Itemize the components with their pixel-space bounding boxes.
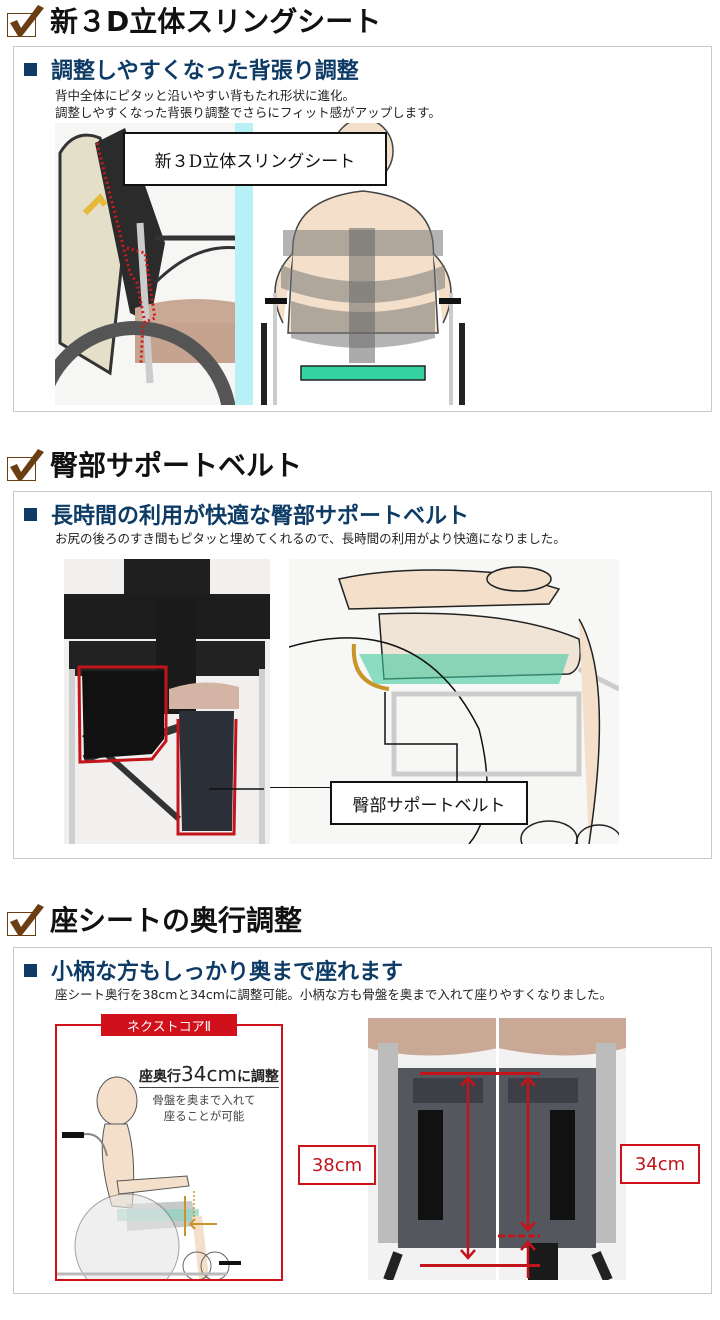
card-description: お尻の後ろのすき間もピタッと埋めてくれるので、長時間の利用がより快適になりました… bbox=[55, 530, 566, 547]
description-line: 調整しやすくなった背張り調整でさらにフィット感がアップします。 bbox=[55, 105, 441, 120]
card-subheading: 調整しやすくなった背張り調整 bbox=[24, 53, 359, 85]
card-subheading: 小柄な方もしっかり奥まで座れます bbox=[24, 954, 403, 986]
seat-depth-photo bbox=[368, 1018, 626, 1280]
model-label: ネクストコアⅡ bbox=[101, 1014, 237, 1036]
card-subtitle: 調整しやすくなった背張り調整 bbox=[51, 59, 359, 84]
description-line: お尻の後ろのすき間もピタッと埋めてくれるので、長時間の利用がより快適になりました… bbox=[55, 531, 566, 546]
checkmark-icon bbox=[4, 3, 44, 37]
square-bullet-icon bbox=[24, 62, 37, 76]
description-line: 座シート奥行を38cmと34cmに調整可能。小柄な方も骨盤を奥まで入れて座りやす… bbox=[55, 987, 613, 1002]
seat-depth-headline: 座奥行34cmに調整 bbox=[139, 1062, 279, 1088]
section-title: 臀部サポートベルト bbox=[50, 449, 303, 482]
callout-label: 臀部サポートベルト bbox=[330, 781, 528, 825]
card-subheading: 長時間の利用が快適な臀部サポートベルト bbox=[24, 498, 469, 530]
buttock-support-belt-photo bbox=[64, 559, 270, 844]
leader-line bbox=[270, 787, 330, 788]
feature-card: 小柄な方もしっかり奥まで座れます 座シート奥行を38cmと34cmに調整可能。小… bbox=[13, 947, 712, 1294]
section-title: 新３D立体スリングシート bbox=[50, 5, 382, 38]
divider-cyan bbox=[235, 123, 253, 405]
section-heading: 座シートの奥行調整 bbox=[4, 899, 302, 939]
section-heading: 新３D立体スリングシート bbox=[4, 0, 381, 40]
card-subtitle: 小柄な方もしっかり奥まで座れます bbox=[51, 960, 404, 985]
seat-depth-diagram: ネクストコアⅡ 座奥行34cmに調整 骨盤を奥まで入れて 座ることが可能 bbox=[55, 1014, 283, 1281]
section-title: 座シートの奥行調整 bbox=[50, 904, 303, 937]
callout-label: 新３D立体スリングシート bbox=[123, 132, 387, 186]
card-subtitle: 長時間の利用が快適な臀部サポートベルト bbox=[51, 504, 470, 529]
section-heading: 臀部サポートベルト bbox=[4, 444, 302, 484]
seat-depth-note: 骨盤を奥まで入れて 座ることが可能 bbox=[152, 1093, 256, 1123]
square-bullet-icon bbox=[24, 507, 37, 521]
feature-card: 長時間の利用が快適な臀部サポートベルト お尻の後ろのすき間もピタッと埋めてくれる… bbox=[13, 491, 712, 859]
checkmark-icon bbox=[4, 902, 44, 936]
checkmark-icon bbox=[4, 447, 44, 481]
card-description: 背中全体にピタッと沿いやすい背もたれ形状に進化。 調整しやすくなった背張り調整で… bbox=[55, 87, 441, 121]
square-bullet-icon bbox=[24, 963, 37, 977]
feature-card: 調整しやすくなった背張り調整 背中全体にピタッと沿いやすい背もたれ形状に進化。 … bbox=[13, 46, 712, 412]
card-description: 座シート奥行を38cmと34cmに調整可能。小柄な方も骨盤を奥まで入れて座りやす… bbox=[55, 986, 612, 1003]
seat-depth-34cm-label: 34cm bbox=[620, 1144, 700, 1184]
seat-depth-38cm-label: 38cm bbox=[298, 1145, 376, 1185]
description-line: 背中全体にピタッと沿いやすい背もたれ形状に進化。 bbox=[55, 88, 356, 103]
